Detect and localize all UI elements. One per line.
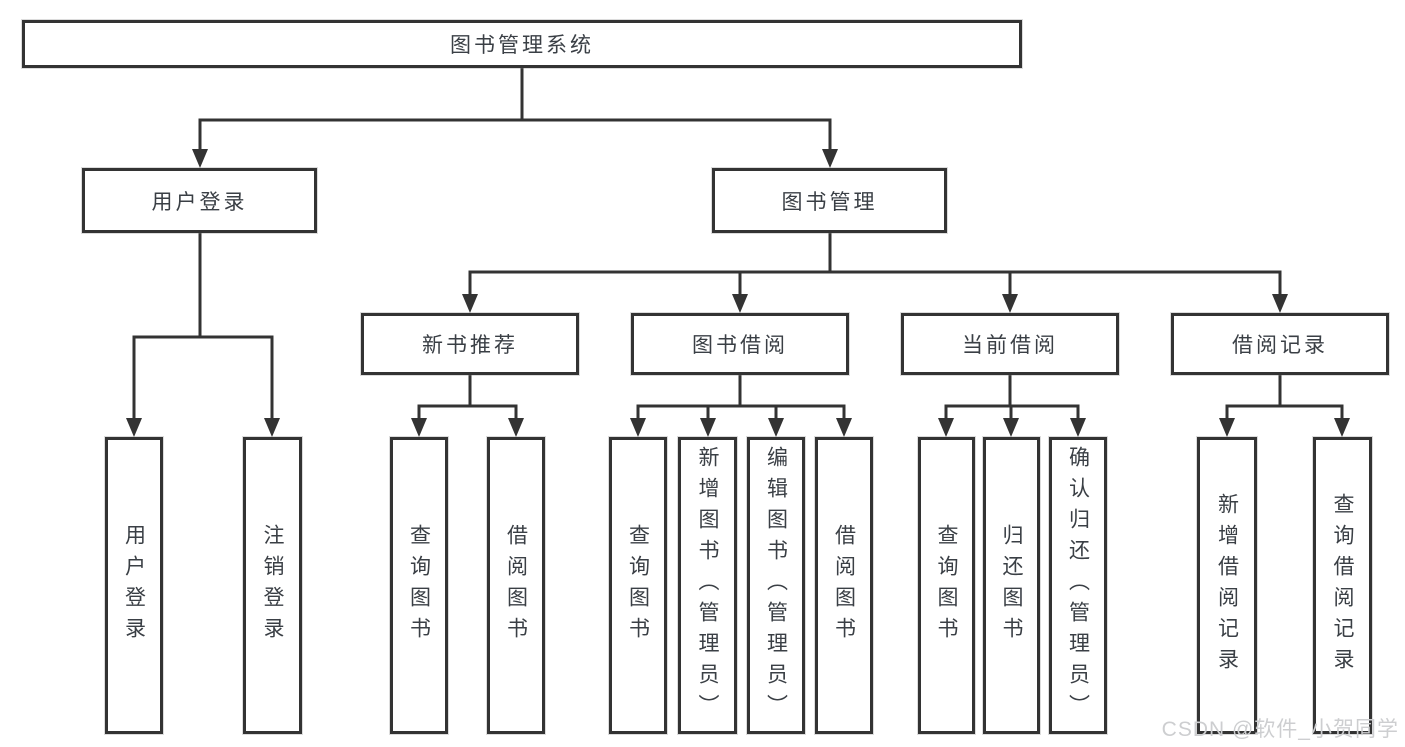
node-new-book-recommend: 新书推荐: [361, 313, 579, 375]
leaf-newbook-borrow-books: 借阅图书: [487, 437, 545, 734]
node-current-borrow: 当前借阅: [901, 313, 1119, 375]
node-new-book-recommend-label: 新书推荐: [422, 334, 518, 357]
leaf-user-login: 用户登录: [105, 437, 163, 734]
leaf-current-return-books: 归还图书: [983, 437, 1040, 734]
node-user-login-label: 用户登录: [151, 190, 248, 214]
leaf-records-add-record: 新增借阅记录: [1197, 437, 1257, 734]
leaf-records-query-record: 查询借阅记录: [1313, 437, 1372, 734]
node-borrow-records-label: 借阅记录: [1232, 334, 1328, 357]
node-book-management: 图书管理: [712, 168, 947, 233]
node-current-borrow-label: 当前借阅: [962, 334, 1058, 357]
leaf-borrow-borrow-books: 借阅图书: [815, 437, 873, 734]
node-book-management-label: 图书管理: [781, 190, 878, 214]
leaf-borrow-query-books: 查询图书: [609, 437, 667, 734]
node-user-login: 用户登录: [82, 168, 317, 233]
node-root: 图书管理系统: [22, 20, 1022, 68]
leaf-logout: 注销登录: [243, 437, 302, 734]
node-borrow-records: 借阅记录: [1171, 313, 1389, 375]
leaf-borrow-add-books-admin: 新增图书（管理员）: [678, 437, 737, 734]
node-book-borrow: 图书借阅: [631, 313, 849, 375]
leaf-newbook-query-books: 查询图书: [390, 437, 448, 734]
node-root-label: 图书管理系统: [450, 34, 594, 57]
node-book-borrow-label: 图书借阅: [692, 334, 788, 357]
leaf-current-confirm-return-admin: 确认归还（管理员）: [1049, 437, 1107, 734]
leaf-current-query-books: 查询图书: [918, 437, 975, 734]
leaf-borrow-edit-books-admin: 编辑图书（管理员）: [747, 437, 805, 734]
